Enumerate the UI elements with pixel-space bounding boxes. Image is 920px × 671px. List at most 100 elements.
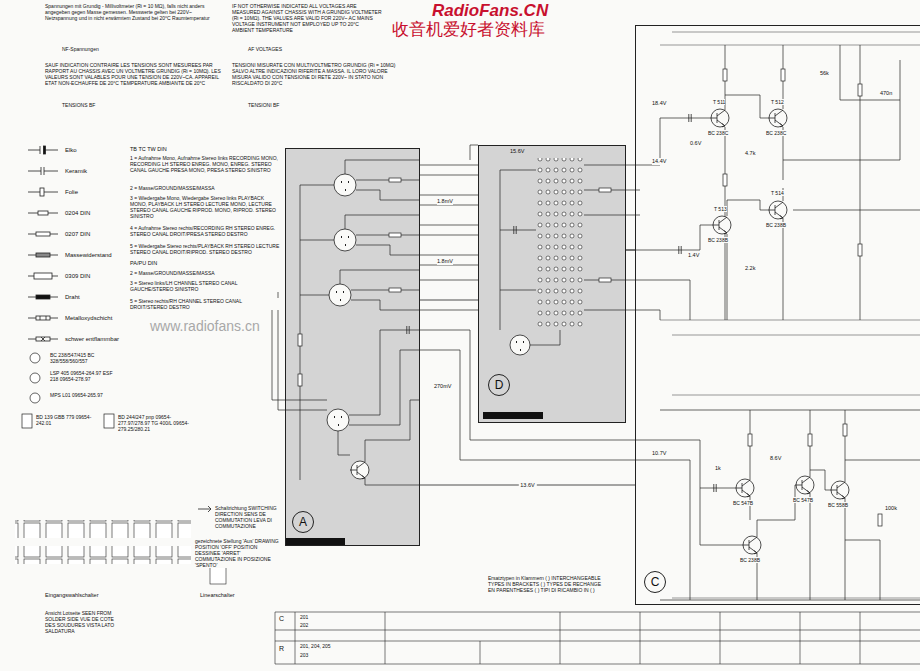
schematic-label: 15.6V	[510, 148, 524, 155]
board-bar	[483, 412, 543, 419]
board-wiring	[272, 160, 420, 485]
socket-pins	[334, 182, 524, 425]
schematic-label: TENSIONI BF	[248, 102, 279, 108]
din-socket	[334, 229, 356, 251]
schematic-label: BC 547B	[733, 500, 753, 506]
schematic-label: TENSIONI MISURATE CON MULTIVOLTMETRO GRU…	[232, 62, 407, 86]
schematic-label: BC 238B	[766, 222, 786, 228]
wire-connector	[626, 250, 635, 251]
switch-wiring	[500, 165, 626, 345]
schematic-label: 100k	[885, 505, 897, 512]
circuit-board: D	[478, 145, 626, 423]
schematic-label: 1.8mV	[437, 198, 453, 205]
switch-diagram	[15, 546, 191, 564]
schematic-label: BC 238/547/415 BC 328/558/560/557	[50, 352, 120, 364]
schematic-label: MPS L01 09654-265.97	[50, 392, 120, 398]
legend-entry: 0207 DIN	[65, 231, 90, 238]
schematic-label: BC 558B	[828, 502, 848, 508]
schematic-label: 270mV	[434, 383, 451, 390]
schematic-label: LSP 405 09654-264.97 ESF 218 09654-278.9…	[50, 370, 120, 382]
schematic-label: 5 = Wiedergabe Stereo rechts/PLAYBACK RH…	[130, 243, 280, 255]
schematic-label: 1.4V	[688, 252, 699, 259]
schematic-label: BC 238B	[740, 557, 760, 563]
circuit-board: C	[635, 25, 920, 605]
schematic-label: NF-Spannungen	[62, 46, 99, 52]
legend-symbols	[28, 146, 58, 341]
schematic-label: TB TC TW DIN	[130, 146, 167, 153]
schematic-label: T 511	[713, 99, 725, 105]
schematic-label: 202	[300, 622, 308, 628]
legend-entry: 0204 DIN	[65, 210, 90, 217]
schematic-label: Ansicht Lotseite SEEN FROM SOLDER SIDE V…	[45, 610, 125, 634]
switch-diagram	[15, 520, 191, 538]
schematic-label: 2 = Masse/GROUND/MASSE/MASSA	[130, 270, 280, 276]
schematic-label: 56k	[820, 70, 829, 77]
amplifier-wiring	[640, 410, 920, 600]
board-bar	[285, 538, 345, 546]
schematic-label: 201	[300, 614, 308, 620]
din-socket	[334, 174, 356, 196]
schematic-label: 1 = Aufnahme Mono, Aufnahme Stereo links…	[130, 155, 280, 173]
legend-entry: Folie	[65, 189, 78, 196]
schematic-label: BC 238C	[708, 130, 728, 136]
legend-entry: Keramik	[65, 168, 87, 175]
schematic-label: BC 547B	[793, 497, 813, 503]
schematic-label: BD 244/247 pnp 09654-277.97/278.97 TG 40…	[118, 414, 193, 432]
din-socket	[327, 409, 349, 431]
din-socket	[510, 335, 530, 355]
board-shading	[285, 148, 420, 546]
schematic-label: RadioFans.CN	[432, 1, 548, 21]
board-shading	[478, 145, 626, 423]
schematic-label: C	[279, 615, 284, 623]
schematic-label: Linearschalter	[200, 592, 235, 599]
schematic-label: 收音机爱好者资料库	[392, 20, 545, 40]
amplifier-wiring	[626, 45, 920, 320]
bus-wiring	[420, 145, 640, 460]
wire-connector	[420, 300, 478, 301]
transistor-package	[22, 353, 114, 428]
schematic-label: Eingangswahlschalter	[45, 592, 99, 599]
schematic-label: BC 238C	[766, 130, 786, 136]
schematic-label: 3 = Stereo links/LH CHANNEL STEREO CANAL…	[130, 280, 280, 292]
schematic-label: TENSIONS BF	[62, 102, 95, 108]
schematic-label: www.radiofans.cn	[150, 318, 260, 335]
schematic-label: Ersatztypen in Klammern ( ) INTERCHANGEA…	[488, 575, 608, 593]
board-letter: A	[292, 511, 314, 533]
schematic-label: 10.7V	[652, 450, 666, 457]
schematic-label: 8.6V	[770, 455, 781, 462]
legend-entry: Draht	[65, 294, 80, 301]
schematic-label: 14.4V	[652, 158, 666, 165]
schematic-label: SAUF INDICATION CONTRAIRE LES TENSIONS S…	[45, 62, 225, 86]
schematic-label: Schaltrichtung SWITCHING DIRECTION SENS …	[215, 505, 285, 529]
schematic-label: T 513	[714, 206, 727, 212]
schematic-label: 0.6V	[690, 140, 701, 147]
parts-table	[275, 612, 920, 664]
voltage-label: 13.6V	[518, 482, 536, 489]
schematic-label: 3 = Wiedergabe Mono, Wiedergabe Stereo l…	[130, 195, 280, 219]
schematic-label: 5 = Stereo rechts/RH CHANNEL STEREO CANA…	[130, 298, 280, 310]
schematic-label: gezeichnete Stellung 'Aus' DRAWING POSIT…	[195, 538, 280, 568]
circuit-board: A	[285, 148, 420, 546]
schematic-label: T 512	[771, 99, 784, 105]
schematic-label: AF VOLTAGES	[248, 46, 282, 52]
schematic-label: BC 238B	[708, 237, 728, 243]
schematic-label: 201, 204, 205	[300, 643, 331, 649]
board-letter: D	[488, 374, 510, 396]
schematic-label: 2.2k	[745, 265, 755, 272]
schematic-label: R	[279, 645, 284, 653]
schematic-label: 470n	[880, 90, 892, 97]
schematic-label: PA/PU DIN	[130, 260, 157, 267]
schematic-label: 18.4V	[652, 100, 666, 107]
schematic-label: 4.7k	[745, 150, 755, 157]
legend-entry: schwer entflammbar	[65, 336, 119, 343]
legend-entry: Massewiderstand	[65, 252, 112, 259]
schematic-label: 1.8mV	[437, 258, 453, 265]
channel-outline	[660, 32, 920, 598]
schematic-label: 1k	[715, 465, 721, 472]
schematic-label: Spannungen mit Grundig - Millivoltmeter …	[45, 3, 223, 21]
schematic-label: T 514	[771, 190, 784, 196]
switch-contacts	[536, 158, 584, 330]
direction-arrow	[198, 506, 211, 512]
board-letter: C	[644, 571, 666, 593]
